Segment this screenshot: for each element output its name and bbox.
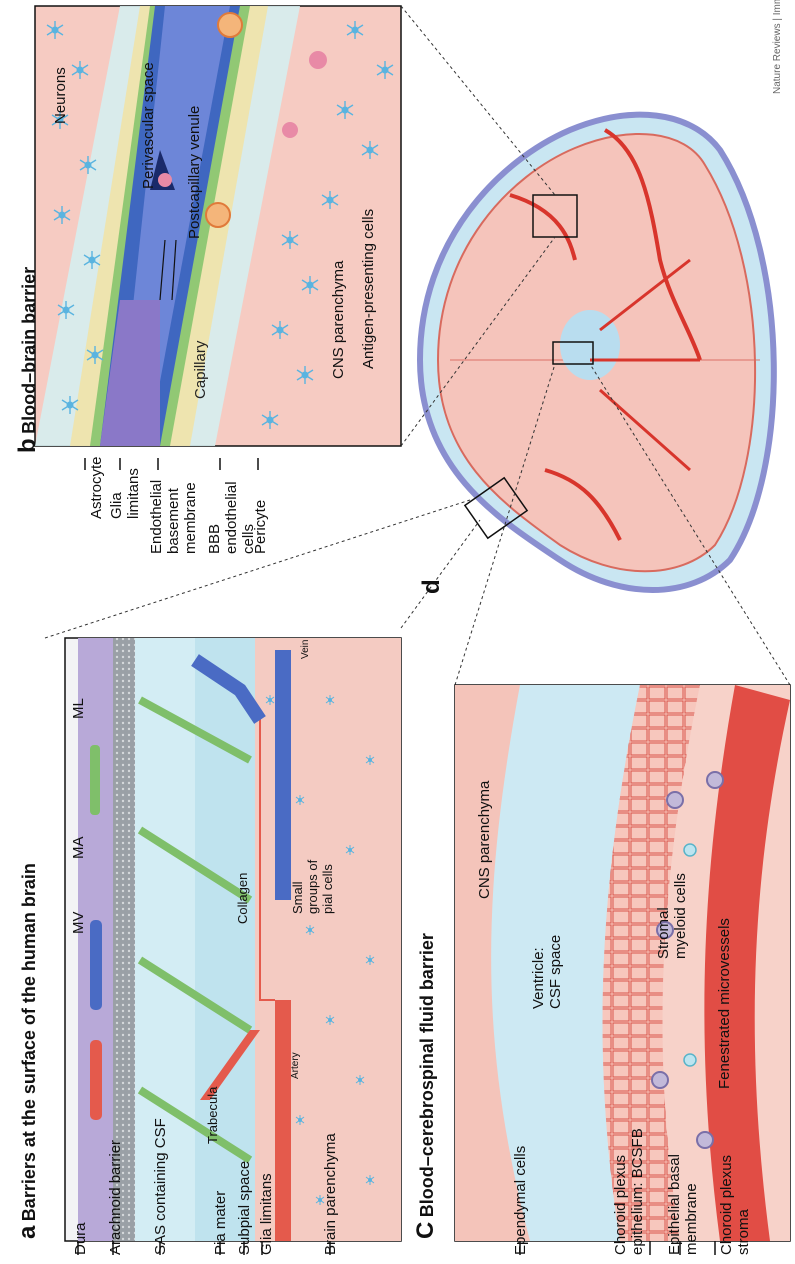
label-arachnoid-barrier: Arachnoid barrier <box>107 1140 124 1255</box>
label-capillary: Capillary <box>192 341 209 399</box>
label-stromal-myeloid: Stromal myeloid cells <box>655 873 689 959</box>
label-ml: ML <box>70 698 87 719</box>
panel-c-title: Blood–cerebrospinal fluid barrier <box>417 933 437 1217</box>
label-ma: MA <box>70 837 87 860</box>
label-vein: Vein <box>300 640 311 659</box>
label-pia-mater: Pia mater <box>212 1191 229 1255</box>
label-neurons: Neurons <box>52 67 69 124</box>
label-collagen: Collagen <box>235 873 250 924</box>
panel-letter-d: d <box>418 579 446 594</box>
label-subpial-space: Subpial space <box>236 1161 253 1255</box>
label-sas-csf: SAS containing CSF <box>152 1118 169 1255</box>
figure-credit: Nature Reviews | Immunology <box>772 0 783 94</box>
panel-a-header: a Barriers at the surface of the human b… <box>14 863 42 1239</box>
label-endothelial-bm: Endothelial basement membrane <box>148 480 199 554</box>
panel-c-header: C Blood–cerebrospinal fluid barrier <box>412 933 440 1239</box>
panel-a-title: Barriers at the surface of the human bra… <box>19 863 39 1221</box>
label-pericyte: Pericyte <box>252 500 269 554</box>
label-cns-parenchyma-c: CNS parenchyma <box>476 781 493 899</box>
label-ventricle: Ventricle: CSF space <box>530 935 564 1009</box>
label-mv: MV <box>70 912 87 935</box>
label-dura: Dura <box>72 1222 89 1255</box>
label-trabecula: Trabecula <box>205 1087 220 1144</box>
label-bbb-endothelial: BBB endothelial cells <box>206 481 257 554</box>
label-ependymal-cells: Ependymal cells <box>512 1146 529 1255</box>
label-pial-groups: Small groups of pial cells <box>290 860 335 914</box>
label-brain-parenchyma: Brain parenchyma <box>322 1133 339 1255</box>
label-glia-limitans-b: Glia limitans <box>108 468 142 519</box>
label-artery: Artery <box>290 1052 301 1079</box>
label-perivascular-space: Perivascular space <box>140 62 157 189</box>
label-cp-epithelium: Choroid plexus epithelium: BCSFB <box>612 1128 646 1255</box>
label-cns-parenchyma-b: CNS parenchyma <box>330 261 347 379</box>
label-antigen-presenting-cells: Antigen-presenting cells <box>360 209 377 369</box>
panel-letter-c: C <box>412 1222 439 1239</box>
panel-letter-b: b <box>14 438 41 453</box>
label-glia-limitans-a: Glia limitans <box>258 1173 275 1255</box>
label-astrocyte: Astrocyte <box>88 456 105 519</box>
panel-letter-a: a <box>14 1226 41 1239</box>
label-epithelial-basal-membrane: Epithelial basal membrane <box>666 1154 700 1255</box>
label-cp-stroma: Choroid plexus stroma <box>718 1155 752 1255</box>
panel-b-title: Blood–brain barrier <box>19 267 39 434</box>
label-postcapillary-venule: Postcapillary venule <box>186 106 203 239</box>
panel-b-header: b Blood–brain barrier <box>14 267 42 453</box>
label-fenestrated-microvessels: Fenestrated microvessels <box>716 918 733 1089</box>
